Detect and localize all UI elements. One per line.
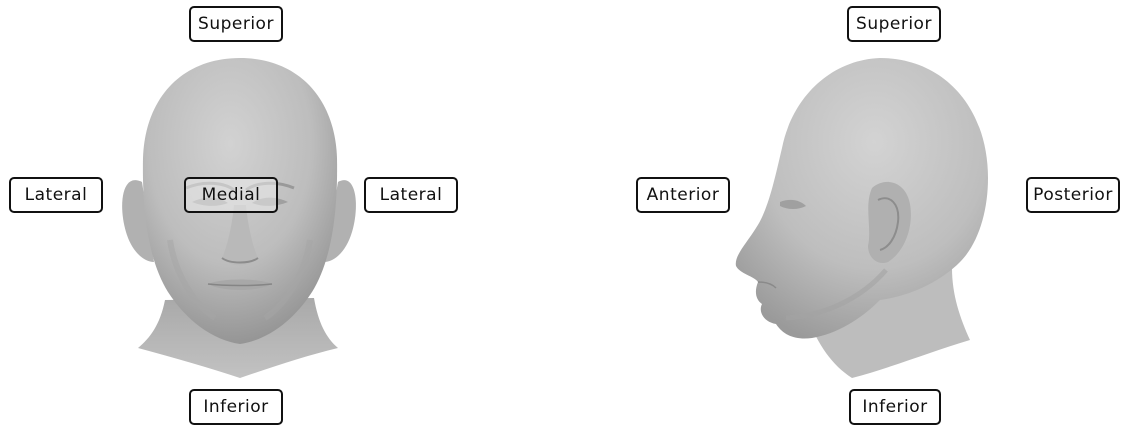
side-view-figure: Superior Anterior Posterior Inferior bbox=[560, 0, 1123, 428]
front-medial-label: Medial bbox=[184, 177, 278, 213]
front-inferior-label: Inferior bbox=[189, 389, 283, 425]
front-head-illustration bbox=[0, 0, 560, 428]
front-lateral-left-label: Lateral bbox=[9, 177, 103, 213]
side-superior-label: Superior bbox=[847, 6, 941, 42]
side-anterior-label: Anterior bbox=[636, 177, 730, 213]
side-inferior-label: Inferior bbox=[849, 389, 941, 425]
front-view-figure: Superior Lateral Medial Lateral Inferior bbox=[0, 0, 560, 428]
front-lateral-right-label: Lateral bbox=[364, 177, 458, 213]
side-posterior-label: Posterior bbox=[1026, 177, 1120, 213]
side-head-illustration bbox=[560, 0, 1123, 428]
front-superior-label: Superior bbox=[189, 6, 283, 42]
